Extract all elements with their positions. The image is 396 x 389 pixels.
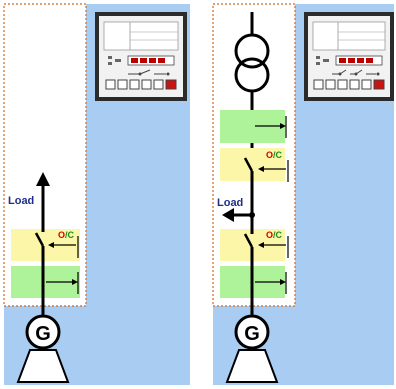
right-top-measure-sensor-arrow-icon (255, 116, 287, 138)
left-oc-label: O/C (58, 230, 75, 240)
right-bottom-oc-label: O/C (266, 230, 283, 240)
left-load-arrow-icon (36, 172, 50, 186)
left-generator-icon (16, 314, 70, 383)
right-load-arrow-icon (222, 208, 234, 222)
left-breaker-sensor-arrow-icon (48, 236, 79, 258)
right-bottom-measure-sensor-arrow-icon (255, 272, 287, 294)
left-panel: Load O/C G (3, 3, 190, 385)
right-top-breaker-switch-icon (243, 157, 254, 172)
right-generator-icon (225, 314, 279, 383)
right-generator-label: G (244, 323, 260, 345)
right-bottom-breaker-sensor-arrow-icon (258, 236, 289, 258)
right-top-oc-label: O/C (266, 150, 283, 160)
right-top-breaker-sensor-arrow-icon (258, 160, 289, 182)
right-load-label: Load (217, 197, 243, 209)
left-breaker-switch-icon (34, 232, 45, 247)
left-controller-device-icon (95, 12, 187, 101)
left-load-label: Load (8, 195, 34, 207)
right-panel: O/C Load O/C (212, 3, 394, 385)
left-measure-sensor-arrow-icon (46, 272, 79, 294)
left-generator-label: G (35, 323, 51, 345)
right-controller-device-icon (304, 12, 394, 101)
right-bottom-breaker-switch-icon (243, 233, 254, 248)
